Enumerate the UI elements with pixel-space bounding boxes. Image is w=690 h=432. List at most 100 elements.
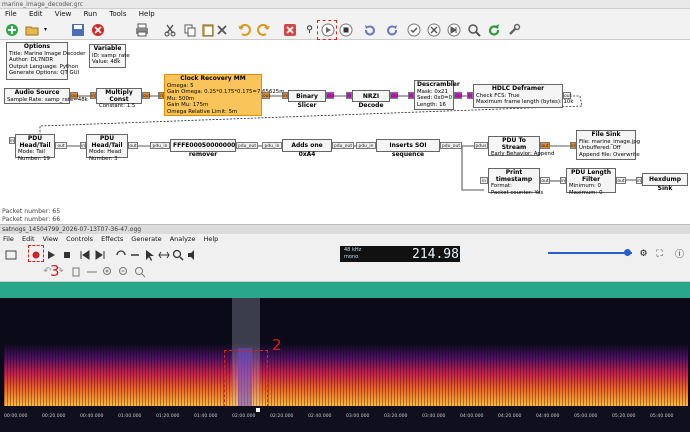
save-icon[interactable]	[70, 22, 85, 37]
block-audio-source[interactable]: Audio Source Sample Rate: samp_rate=48k	[4, 88, 88, 104]
zoom-out-icon[interactable]	[116, 264, 131, 279]
tools-icon[interactable]	[506, 22, 521, 37]
block-nrzi-decode[interactable]: NRZI Decode	[352, 90, 390, 109]
kill-stop-icon[interactable]	[338, 22, 353, 37]
port-in[interactable]: in	[158, 92, 164, 99]
block-inserts-soi[interactable]: Inserts SOI sequence	[376, 139, 440, 158]
settings-gear-icon[interactable]: ⚙	[639, 248, 648, 259]
spectrogram-view[interactable]	[0, 298, 690, 406]
port-in[interactable]: in	[346, 92, 352, 99]
disable-block-icon[interactable]	[426, 22, 441, 37]
port-in[interactable]: in	[282, 92, 288, 99]
redo-icon[interactable]: ↷	[55, 266, 64, 277]
undo-icon[interactable]	[236, 22, 251, 37]
execute-play-icon[interactable]	[320, 22, 335, 37]
skip-start-icon[interactable]	[77, 247, 92, 262]
block-descrambler[interactable]: Descrambler Mask: 0x21 Seed: 0x0=0 Lengt…	[414, 80, 460, 110]
zoom-tool-icon[interactable]	[170, 247, 185, 262]
port-pdu-in[interactable]: pdu_in	[150, 142, 170, 149]
fullscreen-icon[interactable]: ⛶	[656, 248, 663, 259]
record-icon[interactable]	[28, 247, 43, 262]
scrub-tool-icon[interactable]	[156, 247, 171, 262]
zoom-fit-icon[interactable]	[132, 264, 147, 279]
timeline-ruler[interactable]: 00:00.000 00:20.000 00:40.000 01:00.000 …	[0, 406, 690, 432]
port-in[interactable]: in	[570, 142, 576, 149]
port-pdu-out[interactable]: pdu_out	[332, 142, 354, 149]
audacity-menu-controls[interactable]: Controls	[66, 235, 94, 243]
delete-icon[interactable]	[214, 22, 229, 37]
generate-icon[interactable]: ⚲	[306, 24, 313, 35]
grc-menu-view[interactable]: View	[54, 10, 72, 18]
port-pdu-out[interactable]: pdu_out	[440, 142, 462, 149]
skip-end-icon[interactable]	[92, 247, 107, 262]
grc-menu-file[interactable]: File	[5, 10, 17, 18]
port-out[interactable]: out	[540, 142, 550, 149]
volume-icon[interactable]	[185, 247, 200, 262]
stop-icon[interactable]	[59, 247, 74, 262]
rotate-cw-icon[interactable]	[384, 22, 399, 37]
port-out[interactable]: out	[142, 92, 151, 99]
loop-icon[interactable]	[113, 247, 128, 262]
block-hdlc-deframer[interactable]: HDLC Deframer Check FCS: True Maximum fr…	[473, 84, 573, 108]
waveform-overview[interactable]	[0, 282, 690, 298]
port-pdu-out[interactable]: pdu_out	[236, 142, 258, 149]
rotate-ccw-icon[interactable]	[362, 22, 377, 37]
close-icon[interactable]	[90, 22, 105, 37]
open-icon[interactable]	[24, 22, 39, 37]
port-out[interactable]: out	[563, 92, 572, 99]
grc-menu-help[interactable]: Help	[138, 10, 155, 18]
port-in[interactable]: in	[467, 92, 473, 99]
block-adds-one[interactable]: Adds one 0xA4	[282, 139, 332, 158]
block-options[interactable]: Options Title: Marine Image Decoder Auth…	[6, 42, 85, 80]
paste-icon[interactable]	[200, 22, 215, 37]
print-icon[interactable]	[134, 22, 149, 37]
block-print-timestamp[interactable]: Print timestamp Format: Packet counter: …	[488, 168, 543, 196]
pointer-tool-icon[interactable]	[141, 247, 156, 262]
port-pdus[interactable]: pdus	[474, 142, 488, 149]
zoom-in-icon[interactable]	[100, 264, 115, 279]
block-file-sink[interactable]: File Sink File: marine_image.jpg Unbuffe…	[576, 130, 640, 160]
port-pdu-in[interactable]: pdu_in	[356, 142, 376, 149]
port-in[interactable]: in	[80, 142, 86, 149]
block-variable[interactable]: Variable ID: samp_rate Value: 48k	[89, 44, 130, 68]
block-pdu-head-tail-2[interactable]: PDU Head/Tail Mode: Head Number: 3	[86, 134, 128, 162]
port-in[interactable]: in	[480, 177, 488, 184]
audacity-menu-view[interactable]: View	[42, 235, 59, 243]
open-dropdown-chevron-icon[interactable]: ▾	[43, 26, 47, 33]
new-icon[interactable]	[4, 22, 19, 37]
port-in[interactable]: in	[560, 177, 566, 184]
grc-menu-edit[interactable]: Edit	[28, 10, 43, 18]
info-icon[interactable]: ⓘ	[674, 250, 684, 260]
block-pdu-head-tail-1[interactable]: PDU Head/Tail Mode: Tail Number: 19	[15, 134, 55, 162]
port-pdu-in[interactable]: pdu_in	[262, 142, 282, 149]
block-clock-recovery-mm[interactable]: Clock Recovery MM Omega: 5 Gain Omega: 0…	[164, 74, 285, 116]
reload-icon[interactable]	[486, 22, 501, 37]
grc-menu-run[interactable]: Run	[83, 10, 98, 18]
silence-icon[interactable]	[84, 264, 99, 279]
copy-icon[interactable]	[182, 22, 197, 37]
stop-generate-icon[interactable]	[282, 22, 297, 37]
redo-icon[interactable]	[256, 22, 271, 37]
port-out[interactable]: out	[326, 92, 335, 99]
link-icon[interactable]	[127, 247, 142, 262]
port-in[interactable]: in	[636, 177, 642, 184]
audacity-menu-help[interactable]: Help	[203, 235, 219, 243]
find-block-icon[interactable]	[466, 22, 481, 37]
undo-icon[interactable]: ↶	[43, 266, 52, 277]
play-icon[interactable]	[43, 247, 58, 262]
block-hexdump-sink[interactable]: Hexdump Sink	[642, 173, 688, 192]
block-pdu-to-stream[interactable]: PDU To Stream Early Behavior: Append	[488, 136, 554, 157]
audacity-menu-file[interactable]: File	[3, 235, 14, 243]
port-in[interactable]: in	[9, 137, 15, 144]
block-fffe-remover[interactable]: FFFE00050000000 remover	[170, 139, 236, 158]
audacity-menu-effects[interactable]: Effects	[101, 235, 124, 243]
port-out[interactable]: out	[128, 142, 138, 149]
port-in[interactable]: in	[408, 92, 414, 99]
grc-menu-tools[interactable]: Tools	[109, 10, 127, 18]
port-out[interactable]: out	[390, 92, 399, 99]
block-pdu-length-filter[interactable]: PDU Length Filter Minimum: 0 Maximum: 0	[566, 168, 616, 196]
cut-icon[interactable]	[162, 22, 177, 37]
playhead-marker[interactable]	[256, 408, 260, 412]
port-out[interactable]: out	[540, 177, 550, 184]
enable-block-icon[interactable]	[406, 22, 421, 37]
